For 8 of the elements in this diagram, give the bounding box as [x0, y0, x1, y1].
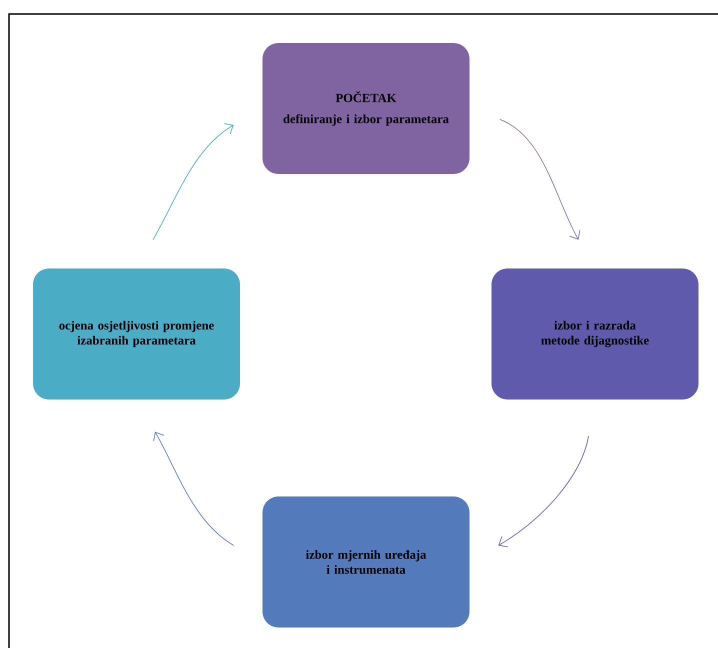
arrow	[153, 432, 234, 546]
process-box: POČETAK definiranje i izbor parametara	[262, 43, 470, 174]
process-box: izbor mjernih uređaja i instrumenata	[262, 496, 470, 628]
process-box: izbor i razrada metode dijagnostike	[492, 268, 698, 400]
arrow	[152, 123, 234, 240]
arrow	[499, 119, 580, 240]
arrow	[498, 436, 589, 548]
process-box: ocjena osjetljivosti promjene izabranih parametara	[33, 268, 240, 400]
